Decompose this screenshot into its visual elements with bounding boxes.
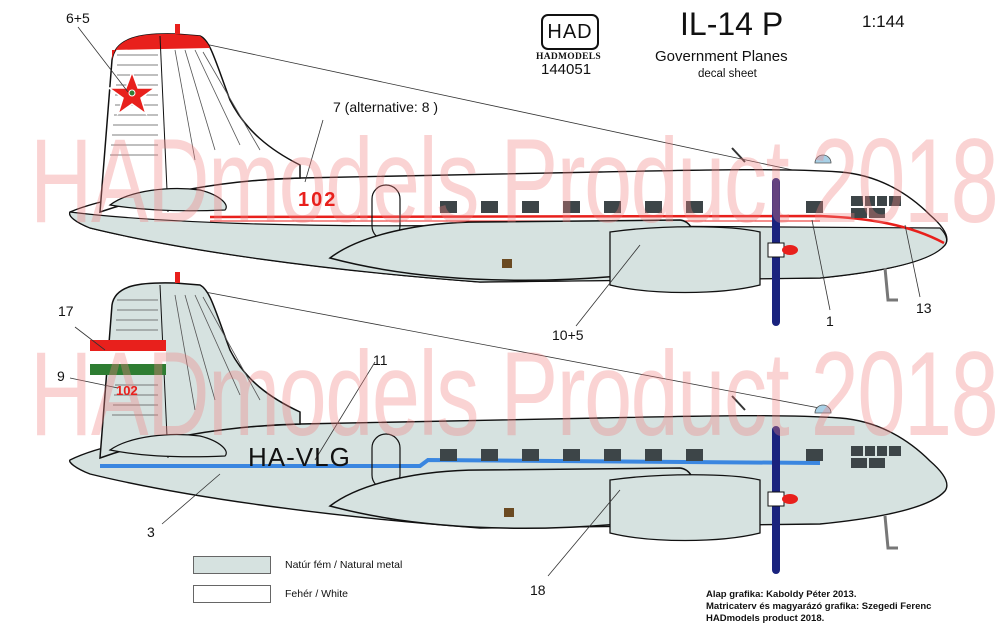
cockpit-windows-bottom <box>851 446 901 468</box>
tailplane-bottom <box>108 433 227 458</box>
callout-10-5: 10+5 <box>552 327 584 343</box>
sheet-subtitle-decal: decal sheet <box>698 68 757 80</box>
antenna-bottom <box>731 395 746 411</box>
spinner-bottom <box>782 494 798 504</box>
credit-line-decal-design: Matricaterv és magyarázó grafika: Szeged… <box>706 601 932 612</box>
callout-6-5: 6+5 <box>66 10 90 26</box>
astrodome-bottom <box>814 404 832 414</box>
legend-label-natural-metal: Natúr fém / Natural metal <box>285 559 403 571</box>
legend-swatch-natural-metal <box>193 556 271 574</box>
engine-nacelle-bottom <box>609 474 761 542</box>
callout-leaders <box>69 26 921 577</box>
wing-light-top <box>502 259 512 268</box>
callout-1: 1 <box>826 313 834 329</box>
rudder-hinge <box>159 35 169 213</box>
star-center <box>128 89 136 97</box>
tailplane-top <box>108 187 227 212</box>
antenna-top <box>731 147 746 163</box>
prop-hub-top <box>767 242 785 258</box>
sheet-title: IL-14 P <box>680 6 784 42</box>
prop-hub-bottom <box>767 491 785 507</box>
logo-mark: HAD <box>547 20 593 43</box>
nose-gear-top <box>883 267 898 302</box>
cockpit-windows-top <box>851 196 901 218</box>
credit-line-base-art: Alap grafika: Kaboldy Péter 2013. <box>706 589 857 600</box>
credit-line-product: HADmodels product 2018. <box>706 613 825 624</box>
aircraft-bottom <box>68 272 948 574</box>
credits: Alap grafika: Kaboldy Péter 2013. Matric… <box>706 589 931 625</box>
flag-band-green <box>90 364 166 375</box>
flag-band-white <box>90 351 166 364</box>
flag-band-red <box>90 340 166 351</box>
tail-light <box>175 24 180 34</box>
cheatline-blue <box>100 457 821 468</box>
registration-bottom: HA-VLG <box>248 442 351 472</box>
tail-cap-red <box>112 33 210 60</box>
aircraft-top <box>68 24 948 326</box>
cheatline-red <box>209 214 945 245</box>
spinner-top <box>782 245 798 255</box>
engine-nacelle-top <box>609 226 761 294</box>
cabin-windows-top <box>440 201 823 213</box>
callout-18: 18 <box>530 582 546 598</box>
legend-label-white: Fehér / White <box>285 588 349 600</box>
scale-label: 1:144 <box>862 12 905 31</box>
wing-light-bottom <box>504 508 514 517</box>
legend-swatch-white <box>193 585 271 603</box>
callout-9: 9 <box>57 368 65 384</box>
callout-13: 13 <box>916 300 932 316</box>
rudder-ribs-bottom <box>112 294 261 416</box>
fuselage-number-top: 102 <box>298 189 338 211</box>
sheet-subtitle: Government Planes <box>655 48 788 65</box>
product-code: 144051 <box>541 61 592 78</box>
logo-brand-name: HADMODELS <box>536 52 601 62</box>
callout-3: 3 <box>147 524 155 540</box>
callout-7: 7 (alternative: 8 ) <box>333 99 439 115</box>
tail-light-bottom <box>175 272 180 283</box>
tail-number-bottom: 102 <box>116 383 138 398</box>
callout-11: 11 <box>373 352 388 368</box>
nose-gear-bottom <box>883 515 898 550</box>
had-logo: HAD <box>541 14 599 50</box>
aerial-wire-bottom <box>204 291 831 411</box>
cabin-windows-bottom <box>440 449 823 461</box>
astrodome-top <box>814 154 832 164</box>
aerial-wire <box>204 43 831 179</box>
tail-fin-bottom <box>99 282 301 460</box>
callout-17: 17 <box>58 303 74 319</box>
